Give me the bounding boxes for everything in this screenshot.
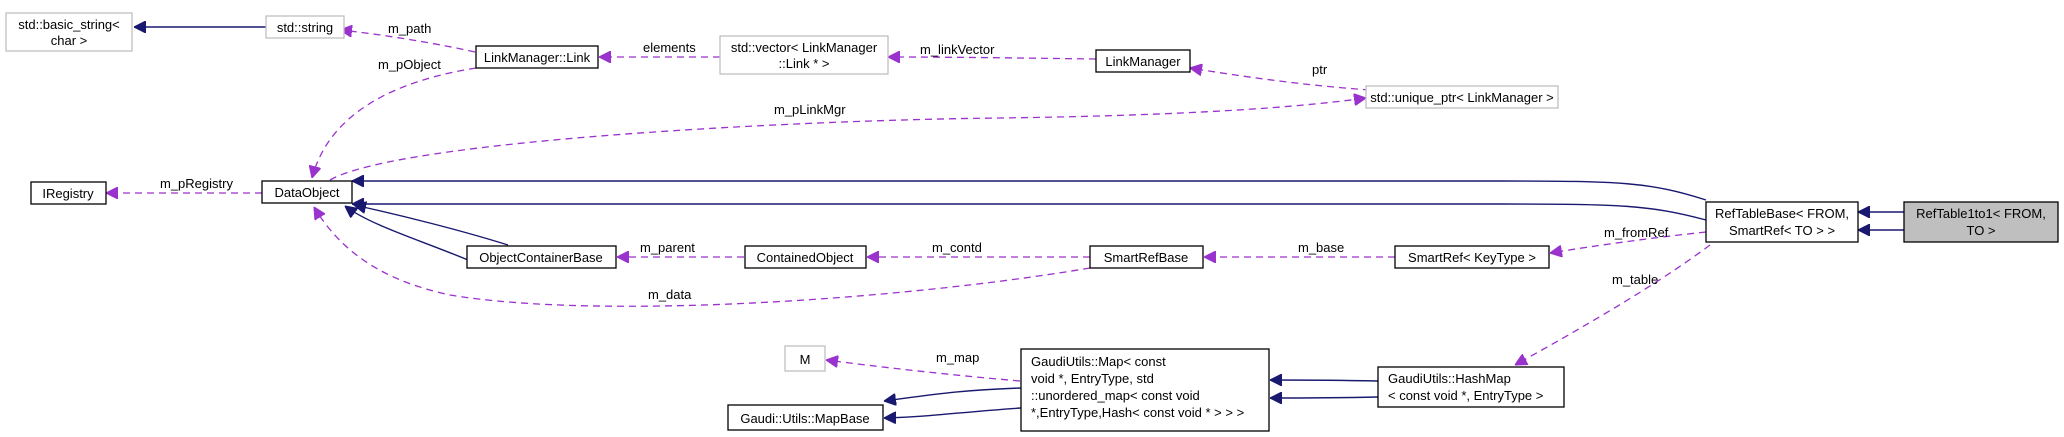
node-unique-ptr-label: std::unique_ptr< LinkManager > bbox=[1370, 90, 1554, 105]
node-vector-link-line1: std::vector< LinkManager bbox=[731, 40, 878, 55]
node-dataobject[interactable]: DataObject bbox=[261, 180, 353, 204]
node-dataobject-label: DataObject bbox=[274, 185, 339, 200]
node-gaudiutils-map-line1: GaudiUtils::Map< const bbox=[1031, 354, 1166, 369]
edge-reftablebase-to-dataobject-2 bbox=[352, 204, 1707, 221]
label-m-base: m_base bbox=[1298, 240, 1344, 255]
label-m-plinkmgr: m_pLinkMgr bbox=[774, 102, 846, 117]
node-vector-link[interactable]: std::vector< LinkManager ::Link * > bbox=[719, 35, 889, 75]
edge-objcontainer-to-dataobject-2 bbox=[345, 206, 469, 261]
node-gaudiutils-map-line4: *,EntryType,Hash< const void * > > > bbox=[1031, 405, 1244, 420]
edge-ptr bbox=[1190, 68, 1371, 91]
node-containedobject[interactable]: ContainedObject bbox=[744, 245, 867, 269]
label-m-parent: m_parent bbox=[640, 240, 695, 255]
node-m[interactable]: M bbox=[784, 345, 826, 372]
node-gaudiutils-map-line2: void *, EntryType, std bbox=[1031, 371, 1154, 386]
node-linkmanager-link-label: LinkManager::Link bbox=[484, 50, 591, 65]
node-reftable1to1-line1: RefTable1to1< FROM, bbox=[1916, 206, 2046, 221]
label-m-pobject: m_pObject bbox=[378, 57, 441, 72]
label-m-data: m_data bbox=[648, 287, 692, 302]
node-gaudiutils-hashmap-line2: < const void *, EntryType > bbox=[1388, 388, 1543, 403]
node-gaudi-utils-mapbase[interactable]: Gaudi::Utils::MapBase bbox=[727, 404, 884, 431]
node-reftablebase[interactable]: RefTableBase< FROM, SmartRef< TO > > bbox=[1705, 201, 1859, 243]
node-reftablebase-line2: SmartRef< TO > > bbox=[1729, 223, 1835, 238]
node-gaudiutils-hashmap[interactable]: GaudiUtils::HashMap < const void *, Entr… bbox=[1377, 366, 1565, 408]
edge-m-data bbox=[314, 207, 1091, 307]
edge-m-table bbox=[1515, 244, 1711, 365]
node-linkmanager[interactable]: LinkManager bbox=[1095, 49, 1191, 73]
node-gaudiutils-hashmap-line1: GaudiUtils::HashMap bbox=[1388, 371, 1511, 386]
node-vector-link-line2: ::Link * > bbox=[779, 56, 830, 71]
node-linkmanager-label: LinkManager bbox=[1105, 54, 1181, 69]
node-gaudiutils-map-line3: ::unordered_map< const void bbox=[1031, 388, 1200, 403]
node-std-string[interactable]: std::string bbox=[265, 15, 345, 39]
edge-m-map bbox=[826, 360, 1021, 382]
node-containedobject-label: ContainedObject bbox=[757, 250, 854, 265]
edge-m-linkvector bbox=[888, 57, 1097, 59]
node-basic-string-line2: char > bbox=[51, 33, 88, 48]
edge-hashmap-to-map-2 bbox=[1270, 397, 1379, 398]
node-smartref-label: SmartRef< KeyType > bbox=[1408, 250, 1536, 265]
node-objectcontainerbase[interactable]: ObjectContainerBase bbox=[466, 245, 617, 269]
node-basic-string[interactable]: std::basic_string< char > bbox=[5, 12, 133, 52]
edge-m-path bbox=[340, 30, 476, 53]
label-elements: elements bbox=[643, 40, 696, 55]
label-m-path: m_path bbox=[388, 21, 431, 36]
node-iregistry-label: IRegistry bbox=[42, 186, 94, 201]
node-smartrefbase-label: SmartRefBase bbox=[1104, 250, 1189, 265]
edge-map-to-mapbase-1 bbox=[884, 387, 1022, 401]
node-iregistry[interactable]: IRegistry bbox=[30, 181, 107, 205]
label-ptr: ptr bbox=[1312, 62, 1328, 77]
label-m-linkvector: m_linkVector bbox=[920, 42, 995, 57]
label-m-pregistry: m_pRegistry bbox=[160, 176, 233, 191]
label-m-table: m_table bbox=[1612, 272, 1658, 287]
node-linkmanager-link[interactable]: LinkManager::Link bbox=[475, 45, 599, 69]
node-basic-string-line1: std::basic_string< bbox=[18, 17, 120, 32]
edge-hashmap-to-map-1 bbox=[1270, 380, 1379, 381]
edge-objcontainer-to-dataobject-1 bbox=[354, 205, 509, 246]
edge-map-to-mapbase-2 bbox=[884, 407, 1022, 418]
node-smartref[interactable]: SmartRef< KeyType > bbox=[1394, 245, 1550, 269]
edge-reftablebase-to-dataobject-1 bbox=[352, 181, 1707, 201]
node-smartrefbase[interactable]: SmartRefBase bbox=[1089, 245, 1204, 269]
label-m-fromref: m_fromRef bbox=[1604, 225, 1669, 240]
edge-m-pobject bbox=[312, 67, 477, 178]
node-objectcontainerbase-label: ObjectContainerBase bbox=[479, 250, 603, 265]
node-gaudi-utils-mapbase-label: Gaudi::Utils::MapBase bbox=[740, 411, 869, 426]
node-unique-ptr[interactable]: std::unique_ptr< LinkManager > bbox=[1365, 85, 1559, 109]
label-m-contd: m_contd bbox=[932, 240, 982, 255]
node-reftablebase-line1: RefTableBase< FROM, bbox=[1715, 206, 1849, 221]
node-m-label: M bbox=[800, 352, 811, 367]
node-std-string-label: std::string bbox=[277, 20, 333, 35]
node-reftable1to1-line2: TO > bbox=[1966, 223, 1995, 238]
node-reftable1to1[interactable]: RefTable1to1< FROM, TO > bbox=[1903, 201, 2059, 243]
edge-m-plinkmgr bbox=[329, 98, 1366, 181]
node-gaudiutils-map[interactable]: GaudiUtils::Map< const void *, EntryType… bbox=[1020, 348, 1270, 432]
label-m-map: m_map bbox=[936, 350, 979, 365]
